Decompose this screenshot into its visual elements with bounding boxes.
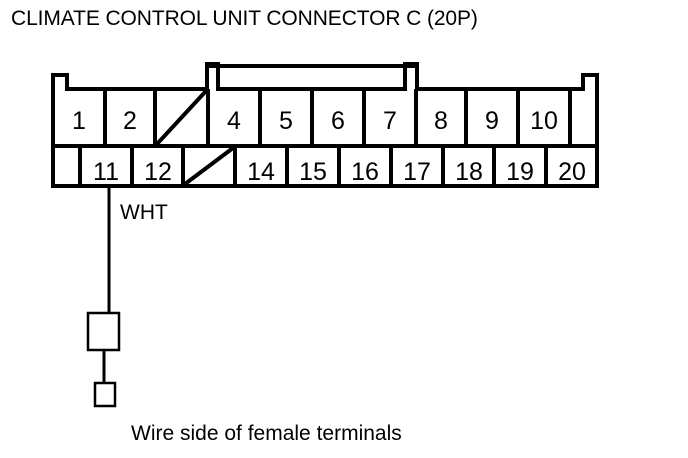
pin-number: 15 xyxy=(299,158,327,186)
pin-number: 16 xyxy=(351,158,379,186)
connector-housing xyxy=(51,62,599,188)
pin-number: 6 xyxy=(331,107,345,135)
blocked-cavity-slash xyxy=(155,89,208,146)
pin-number: 10 xyxy=(530,107,558,135)
diagram-caption: Wire side of female terminals xyxy=(131,422,402,445)
pin-number: 12 xyxy=(144,158,172,186)
pin-number: 18 xyxy=(455,158,483,186)
pin-number: 4 xyxy=(227,107,241,135)
pin-number: 11 xyxy=(93,158,119,186)
wire-assembly xyxy=(86,188,121,408)
pin-number: 5 xyxy=(279,107,293,135)
pin-number: 20 xyxy=(558,158,586,186)
pin-number: 8 xyxy=(434,107,448,135)
pin-number: 14 xyxy=(247,158,275,186)
terminal-tip-symbol xyxy=(93,381,117,408)
pin-number: 7 xyxy=(383,107,397,135)
pin-number: 9 xyxy=(485,107,499,135)
blocked-cavity-slash xyxy=(183,146,235,186)
wire-color-label: WHT xyxy=(120,201,168,224)
pin-number: 2 xyxy=(123,107,137,135)
pin-number: 19 xyxy=(506,158,534,186)
terminal-body-symbol xyxy=(86,311,121,352)
pin-number: 17 xyxy=(403,158,431,186)
bottom-row-cavities: 11 12 14 15 16 17 18 19 20 xyxy=(78,146,586,186)
top-row-cavities: 1 2 4 5 6 7 8 9 10 xyxy=(72,89,572,146)
pin-number: 1 xyxy=(72,107,86,135)
page-title: CLIMATE CONTROL UNIT CONNECTOR C (20P) xyxy=(11,7,478,30)
